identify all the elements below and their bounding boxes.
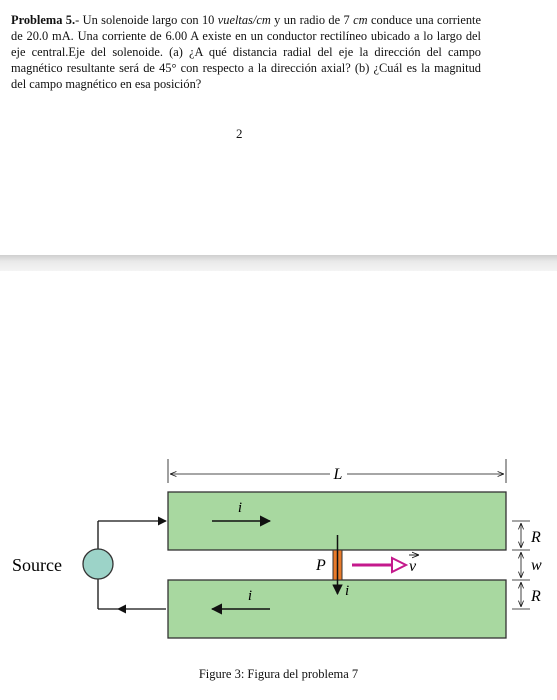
problem-text-part-1: - Un solenoide largo con 10	[75, 13, 218, 27]
page-number: 2	[236, 126, 243, 141]
unit-cm: cm	[353, 13, 368, 27]
source-circle	[82, 548, 114, 580]
problem-text-part-3: conduce una corriente de 20.0 mA. Una co…	[11, 13, 481, 92]
right-dimensions	[512, 520, 530, 610]
length-dimension: L	[167, 459, 507, 483]
page-separator	[0, 255, 557, 271]
figure-rail-diagram: L i i Source P i v R w R	[12, 459, 542, 639]
source-label: Source	[12, 555, 62, 575]
sliding-rod	[332, 535, 343, 596]
bottom-rail-current-label: i	[248, 588, 252, 604]
bottom-radius-label: R	[530, 588, 541, 605]
source-circuit	[82, 516, 167, 614]
problem-label: Problema 5.	[11, 13, 76, 27]
figure-caption: Figure 3: Figura del problema 7	[198, 667, 359, 681]
top-rail-current-label: i	[238, 500, 242, 516]
problem-text-part-2: y un radio de 7	[270, 13, 354, 27]
length-label: L	[333, 466, 343, 483]
gap-width-label: w	[531, 557, 542, 574]
velocity-label: v	[409, 558, 417, 575]
top-radius-label: R	[530, 529, 541, 546]
unit-turns: vueltas/cm	[217, 13, 271, 27]
rod-point-label: P	[315, 557, 326, 574]
page-top	[0, 0, 557, 255]
velocity-arrow	[352, 556, 409, 574]
problem-text: Problema 5.- Un solenoide largo con 10 v…	[11, 12, 481, 92]
rod-current-label: i	[345, 583, 349, 599]
